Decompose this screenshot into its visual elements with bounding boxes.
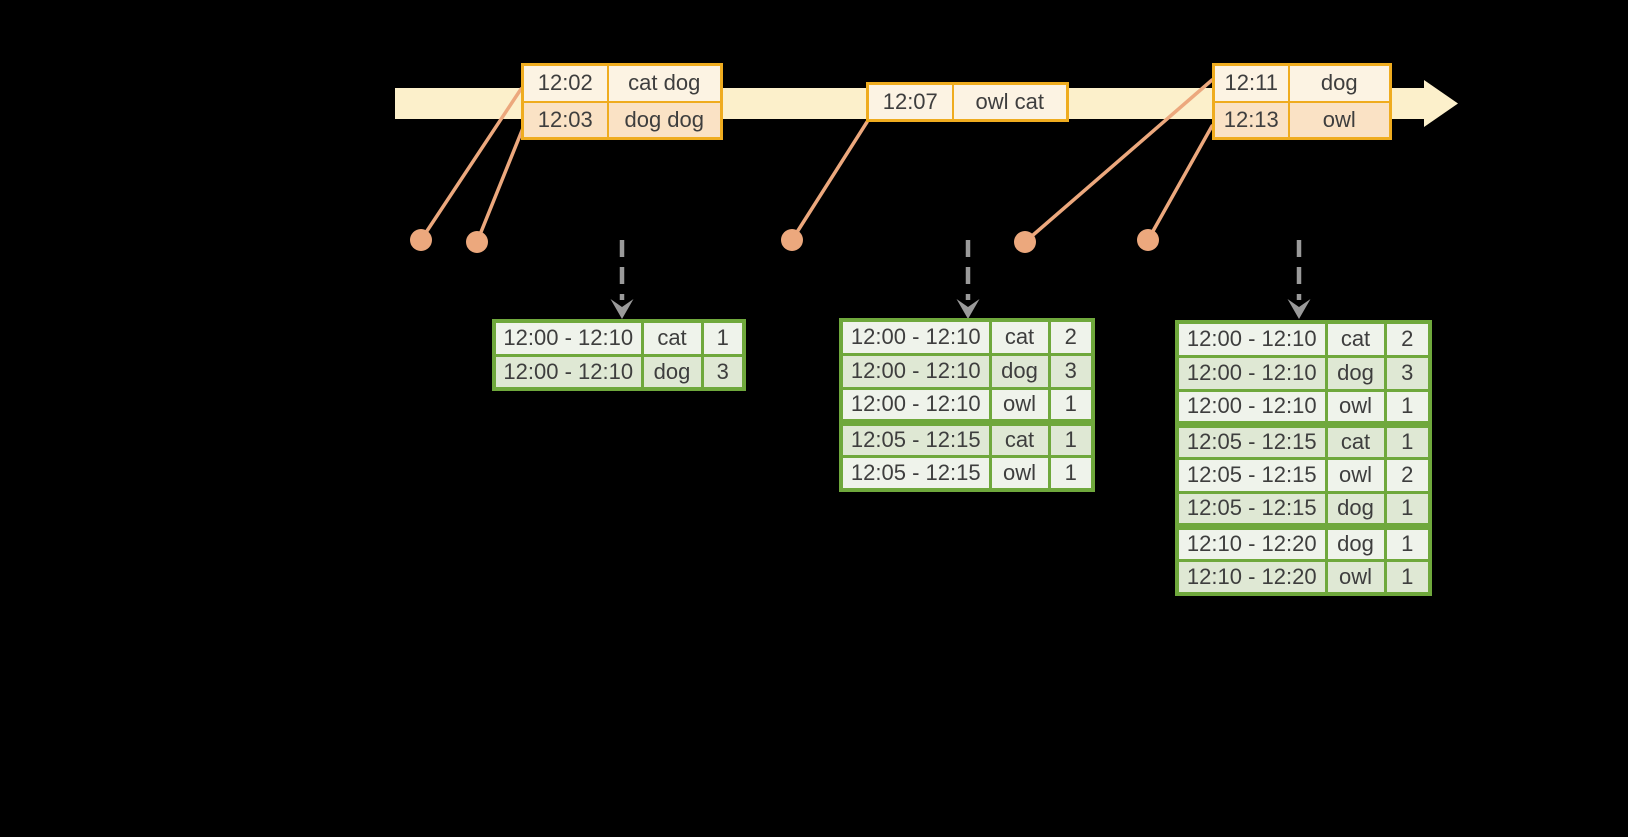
event-dot-icon: [410, 229, 432, 251]
table-cell: 2: [1383, 456, 1432, 494]
table-cell: 12:00 - 12:10: [492, 319, 644, 357]
table-cell: cat: [640, 319, 704, 357]
table-cell: 12:00 - 12:10: [1175, 354, 1328, 392]
table-cell: 3: [1383, 354, 1432, 392]
table-cell: owl: [1324, 388, 1387, 426]
table-cell: dog: [1324, 354, 1387, 392]
table-cell: cat dog: [606, 63, 723, 103]
table-cell: 12:00 - 12:10: [839, 352, 992, 390]
trigger-arrow-icon: [610, 240, 634, 319]
table-cell: 12:10 - 12:20: [1175, 522, 1328, 562]
table-cell: 12:11: [1212, 63, 1290, 103]
table-cell: owl: [1324, 456, 1387, 494]
table-cell: owl cat: [951, 82, 1069, 122]
table-cell: 12:05 - 12:15: [839, 454, 992, 492]
table-cell: 1: [1047, 386, 1095, 424]
event-dot-icon: [1014, 231, 1036, 253]
table-cell: 1: [1383, 522, 1432, 562]
table-cell: 12:13: [1212, 100, 1290, 140]
table-cell: 1: [1383, 388, 1432, 426]
table-cell: dog: [1287, 63, 1392, 103]
table-cell: 12:05 - 12:15: [839, 418, 992, 458]
event-connector-line: [419, 87, 523, 242]
table-cell: 2: [1383, 320, 1432, 358]
table-cell: 1: [1047, 418, 1095, 458]
trigger-arrow-icon: [956, 240, 980, 319]
table-cell: 12:05 - 12:15: [1175, 456, 1328, 494]
event-dot-icon: [781, 229, 803, 251]
table-cell: 1: [1383, 490, 1432, 528]
table-cell: 12:05 - 12:15: [1175, 490, 1328, 528]
table-cell: 12:00 - 12:10: [1175, 320, 1328, 358]
trigger-arrow-icon: [1287, 240, 1311, 319]
timeline-arrowhead-icon: [1424, 80, 1458, 127]
table-cell: 12:03: [521, 100, 609, 140]
table-cell: 2: [1047, 318, 1095, 356]
event-dot-icon: [466, 231, 488, 253]
table-cell: 12:02: [521, 63, 609, 103]
table-cell: 12:07: [866, 82, 954, 122]
table-cell: 12:00 - 12:10: [1175, 388, 1328, 426]
table-cell: cat: [1324, 420, 1387, 460]
table-cell: 12:00 - 12:10: [492, 353, 644, 391]
table-cell: 12:00 - 12:10: [839, 318, 992, 356]
table-cell: owl: [1324, 558, 1387, 596]
event-connector-line: [790, 120, 869, 242]
table-cell: 12:00 - 12:10: [839, 386, 992, 424]
event-dot-icon: [1137, 229, 1159, 251]
table-cell: dog: [988, 352, 1051, 390]
table-cell: 1: [1383, 420, 1432, 460]
event-connector-line: [475, 126, 525, 244]
event-connector-line: [1023, 78, 1214, 244]
table-cell: 12:05 - 12:15: [1175, 420, 1328, 460]
table-cell: owl: [988, 454, 1051, 492]
table-cell: 1: [1047, 454, 1095, 492]
table-cell: cat: [988, 318, 1051, 356]
table-cell: 3: [700, 353, 746, 391]
table-cell: 3: [1047, 352, 1095, 390]
table-cell: 1: [700, 319, 746, 357]
table-cell: 1: [1383, 558, 1432, 596]
table-cell: dog dog: [606, 100, 723, 140]
table-cell: owl: [988, 386, 1051, 424]
table-cell: cat: [988, 418, 1051, 458]
event-connector-line: [1146, 124, 1214, 242]
table-cell: 12:10 - 12:20: [1175, 558, 1328, 596]
table-cell: cat: [1324, 320, 1387, 358]
table-cell: dog: [1324, 490, 1387, 528]
table-cell: owl: [1287, 100, 1392, 140]
table-cell: dog: [1324, 522, 1387, 562]
table-cell: dog: [640, 353, 704, 391]
